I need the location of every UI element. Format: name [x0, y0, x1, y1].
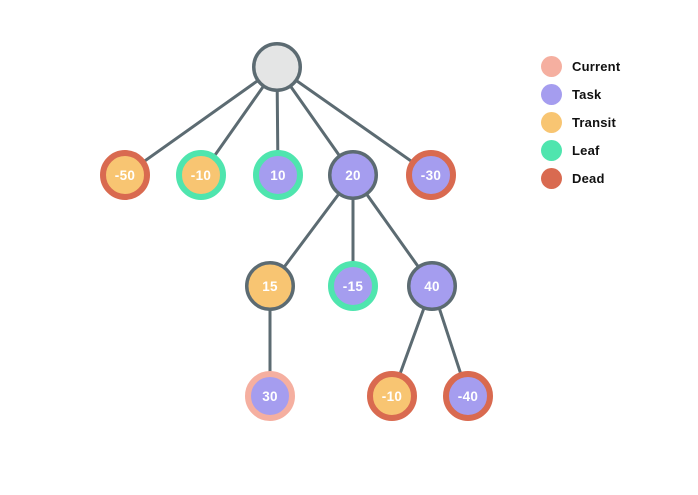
- node-circle: [328, 150, 378, 200]
- legend-label: Transit: [572, 114, 617, 130]
- legend-swatch-icon: [541, 83, 562, 105]
- legend-label: Current: [572, 58, 621, 74]
- legend-swatch-icon: [541, 111, 562, 133]
- node-value-label: -15: [343, 279, 364, 294]
- node-value-label: 30: [262, 389, 278, 404]
- node-circle: [253, 150, 303, 200]
- node-circle: [443, 371, 493, 421]
- legend-item-dead: Dead: [541, 164, 620, 192]
- tree-edge: [275, 65, 433, 177]
- node-value-label: 10: [270, 168, 286, 183]
- legend-item-task: Task: [541, 80, 620, 108]
- node-value-label: -30: [421, 168, 441, 183]
- tree-node: -10: [176, 150, 226, 200]
- tree-node: 10: [253, 150, 303, 200]
- node-value-label: -10: [382, 389, 402, 404]
- legend-item-transit: Transit: [541, 108, 620, 136]
- legend-label: Task: [572, 86, 602, 102]
- tree-node: -50: [100, 150, 150, 200]
- legend-swatch-icon: [541, 167, 562, 189]
- node-circle: [176, 150, 226, 200]
- legend-item-current: Current: [541, 52, 620, 80]
- node-value-label: -40: [458, 389, 478, 404]
- tree-node: -40: [443, 371, 493, 421]
- node-value-label: -50: [115, 168, 135, 183]
- tree-node: -30: [406, 150, 456, 200]
- node-value-label: -10: [191, 168, 211, 183]
- tree-node: -10: [367, 371, 417, 421]
- tree-node-root: [252, 42, 302, 92]
- legend-label: Dead: [572, 170, 605, 186]
- node-value-label: 40: [424, 279, 440, 294]
- node-circle: [407, 261, 457, 311]
- legend-item-leaf: Leaf: [541, 136, 620, 164]
- node-value-label: 20: [345, 168, 361, 183]
- tree-node: 40: [407, 261, 457, 311]
- node-circle: [245, 261, 295, 311]
- tree-node: 20: [328, 150, 378, 200]
- tree-node: 15: [245, 261, 295, 311]
- node-circle: [252, 42, 302, 92]
- node-circle: [367, 371, 417, 421]
- node-circle: [245, 371, 295, 421]
- legend-swatch-icon: [541, 55, 562, 77]
- node-value-label: 15: [262, 279, 278, 294]
- tree-node: -15: [328, 261, 378, 311]
- node-circle: [100, 150, 150, 200]
- node-circle: [328, 261, 378, 311]
- legend-swatch-icon: [541, 139, 562, 161]
- legend-label: Leaf: [572, 142, 600, 158]
- node-circle: [406, 150, 456, 200]
- tree-edge: [123, 65, 279, 177]
- tree-node: 30: [245, 371, 295, 421]
